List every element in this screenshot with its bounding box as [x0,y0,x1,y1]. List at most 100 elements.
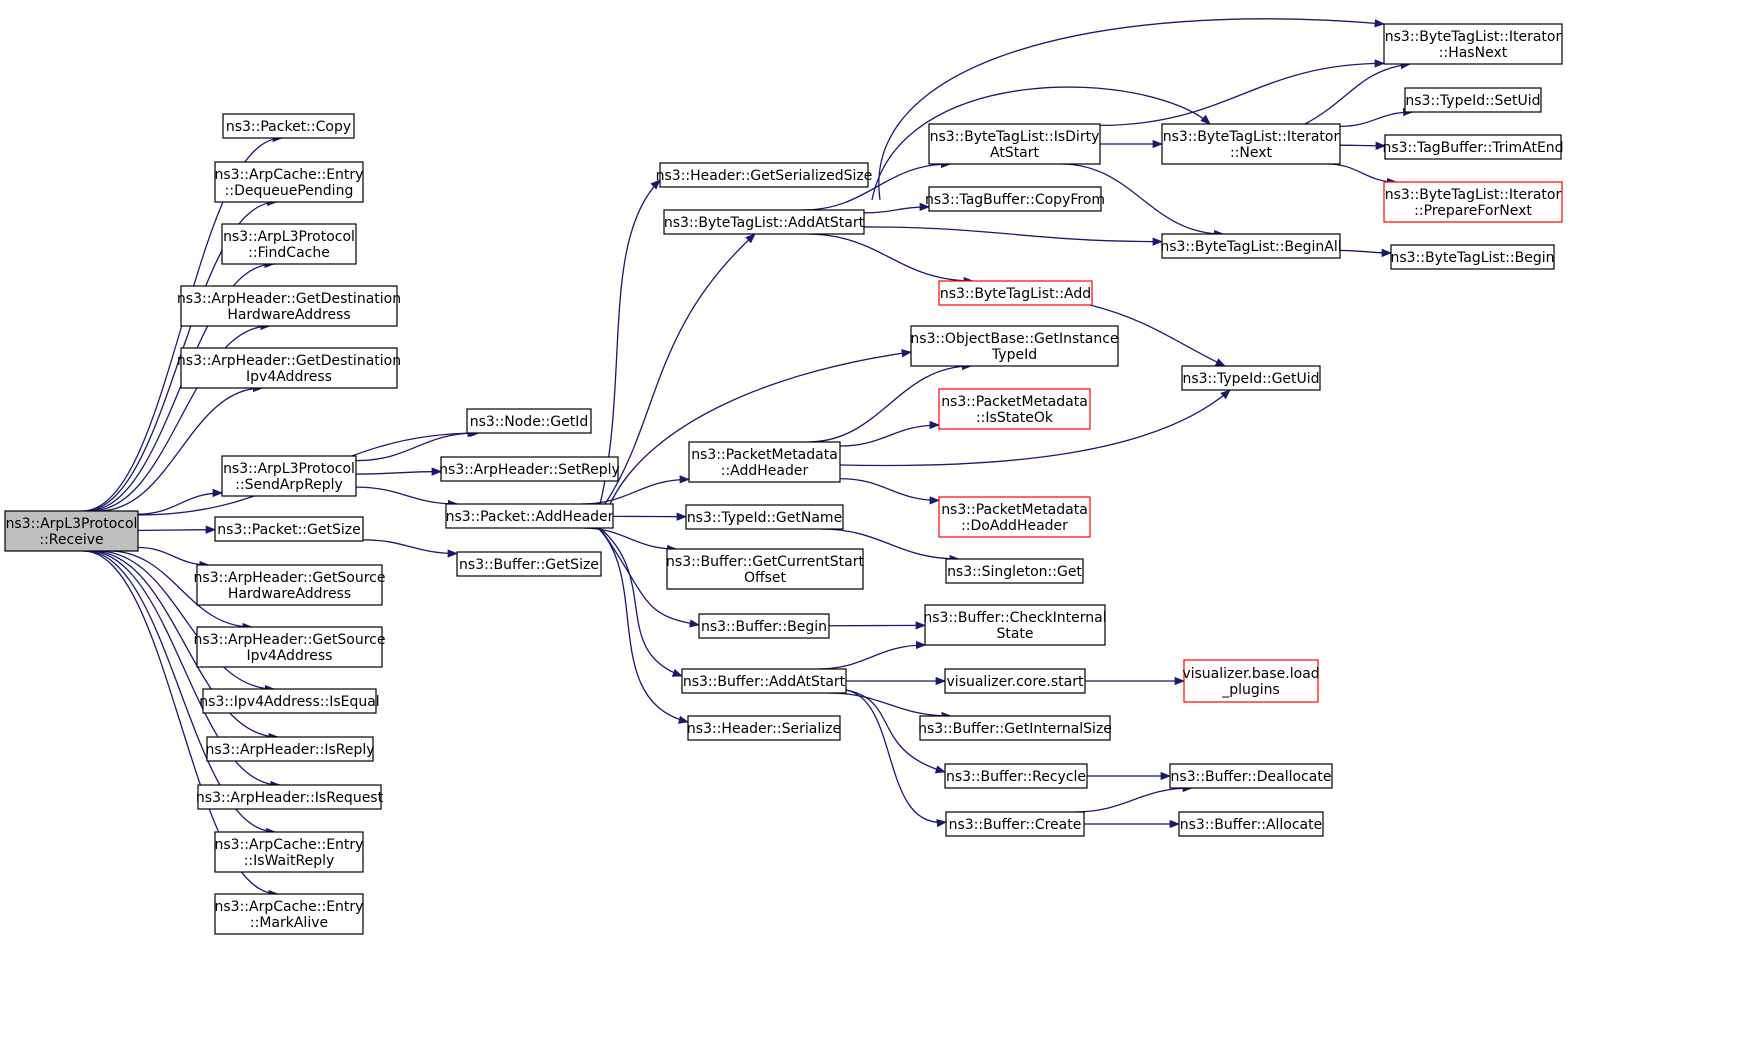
node-dequeue-pending[interactable]: ns3::ArpCache::Entry::DequeuePending [214,161,364,203]
node-box [685,504,844,530]
edge-btl-addatstart-to-btli-hasnext [878,18,1386,201]
edge-receive-to-is-reply [91,550,280,742]
node-is-wait-reply[interactable]: ns3::ArpCache::Entry::IsWaitReply [214,831,364,873]
node-typeid-setuid[interactable]: ns3::TypeId::SetUid [1404,87,1542,113]
node-buf-getsize[interactable]: ns3::Buffer::GetSize [456,551,602,577]
node-pkt-addheader[interactable]: ns3::Packet::AddHeader [445,503,614,529]
node-label: ns3::Node::GetId [470,414,588,430]
node-box [945,811,1085,837]
node-label: _plugins [1221,682,1280,698]
node-pkt-getsize[interactable]: ns3::Packet::GetSize [214,516,364,542]
node-viz-core-start[interactable]: visualizer.core.start [944,668,1086,694]
node-box [1183,659,1319,703]
node-label: ns3::Buffer::AddAtStart [683,674,846,690]
node-label: ns3::ByteTagList::Iterator [1385,29,1562,45]
node-label: ns3::Buffer::GetCurrentStart [666,554,864,570]
node-label: ns3::ByteTagList::Iterator [1385,187,1562,203]
node-btli-prepare[interactable]: ns3::ByteTagList::Iterator::PrepareForNe… [1383,181,1563,223]
node-set-reply[interactable]: ns3::ArpHeader::SetReply [439,456,620,482]
node-label: ns3::PacketMetadata [941,394,1088,410]
node-label: ns3::Packet::GetSize [217,522,360,538]
node-get-dest-ipv4[interactable]: ns3::ArpHeader::GetDestinationIpv4Addres… [177,347,401,389]
node-pm-addheader[interactable]: ns3::PacketMetadata::AddHeader [688,441,841,483]
node-btl-begin[interactable]: ns3::ByteTagList::Begin [1390,244,1555,270]
node-label: ns3::ByteTagList::Add [940,286,1091,302]
node-label: Offset [744,570,787,586]
node-hdr-getsersize[interactable]: ns3::Header::GetSerializedSize [656,162,873,188]
node-buf-create[interactable]: ns3::Buffer::Create [945,811,1085,837]
node-send-arp-reply[interactable]: ns3::ArpL3Protocol::SendArpReply [221,455,357,497]
node-ipv4-isequal[interactable]: ns3::Ipv4Address::IsEqual [199,688,380,714]
node-typeid-getname[interactable]: ns3::TypeId::GetName [685,504,844,530]
node-pm-isstateok[interactable]: ns3::PacketMetadata::IsStateOk [938,388,1091,430]
node-mark-alive[interactable]: ns3::ArpCache::Entry::MarkAlive [214,893,364,935]
node-box [938,496,1091,538]
node-box [698,613,830,639]
node-label: Ipv4Address [246,369,332,385]
node-find-cache[interactable]: ns3::ArpL3Protocol::FindCache [221,223,357,265]
node-tagbuf-copyfrom[interactable]: ns3::TagBuffer::CopyFrom [925,186,1105,212]
edge-btl-addatstart-to-btl-add [806,233,975,286]
edge-receive-to-send-arp-reply [137,488,224,515]
node-is-reply[interactable]: ns3::ArpHeader::IsReply [205,736,375,762]
node-btli-hasnext[interactable]: ns3::ByteTagList::Iterator::HasNext [1383,23,1563,65]
node-pm-doaddheader[interactable]: ns3::PacketMetadata::DoAddHeader [938,496,1091,538]
node-label: ns3::ArpCache::Entry [215,167,364,183]
node-label: ns3::ArpCache::Entry [215,899,364,915]
node-box [944,668,1086,694]
node-box [440,456,619,482]
node-buf-recycle[interactable]: ns3::Buffer::Recycle [944,763,1088,789]
node-box [1390,244,1555,270]
node-label: ns3::Buffer::Begin [701,619,827,635]
node-viz-base-load[interactable]: visualizer.base.load_plugins [1182,659,1320,703]
node-hdr-serialize[interactable]: ns3::Header::Serialize [687,715,841,741]
edge-btl-addatstart-to-btl-beginall [863,226,1164,246]
node-box [1383,181,1563,223]
edge-btli-next-to-btli-prepare [1327,163,1398,187]
edge-btl-add-to-typeid-getuid [1089,304,1226,367]
node-tagbuf-trimatend[interactable]: ns3::TagBuffer::TrimAtEnd [1382,134,1564,160]
node-btl-beginall[interactable]: ns3::ByteTagList::BeginAll [1160,233,1342,259]
node-label: ns3::TagBuffer::CopyFrom [925,192,1105,208]
node-buf-deallocate[interactable]: ns3::Buffer::Deallocate [1169,763,1333,789]
node-pkt-copy[interactable]: ns3::Packet::Copy [222,113,355,139]
node-node-getid[interactable]: ns3::Node::GetId [466,408,592,434]
node-label: ns3::Buffer::Recycle [946,769,1086,785]
edge-receive-to-get-src-ipv4 [109,550,253,632]
node-is-request[interactable]: ns3::ArpHeader::IsRequest [196,784,384,810]
node-box [180,285,398,327]
node-label: ns3::Buffer::Allocate [1180,817,1323,833]
edge-btli-next-to-tagbuf-trimatend [1339,141,1387,150]
edge-receive-to-is-request [87,550,281,790]
node-label: ns3::ByteTagList::Iterator [1163,129,1340,145]
node-typeid-getuid[interactable]: ns3::TypeId::GetUid [1181,365,1321,391]
node-label: ns3::Singleton::Get [947,564,1082,580]
node-label: visualizer.core.start [947,674,1084,690]
node-label: HardwareAddress [228,586,351,602]
node-btl-addatstart[interactable]: ns3::ByteTagList::AddAtStart [663,209,865,235]
node-buf-allocate[interactable]: ns3::Buffer::Allocate [1178,811,1324,837]
node-buf-begin[interactable]: ns3::Buffer::Begin [698,613,830,639]
node-singleton-get[interactable]: ns3::Singleton::Get [945,558,1084,584]
node-label: ns3::PacketMetadata [941,502,1088,518]
node-box [928,123,1101,165]
edge-receive-to-pkt-getsize [137,525,217,534]
node-buf-getinternalsize[interactable]: ns3::Buffer::GetInternalSize [918,715,1112,741]
node-label: ns3::Packet::AddHeader [446,509,614,525]
edge-buf-addatstart-to-buf-recycle [845,689,946,774]
edge-receive-to-find-cache [86,259,275,512]
node-receive[interactable]: ns3::ArpL3Protocol::Receive [4,510,139,552]
node-get-dest-hw[interactable]: ns3::ArpHeader::GetDestinationHardwareAd… [177,285,401,327]
node-box [214,893,364,935]
node-buf-addatstart[interactable]: ns3::Buffer::AddAtStart [681,668,847,694]
node-box [445,503,614,529]
node-btl-add[interactable]: ns3::ByteTagList::Add [938,280,1093,306]
node-btli-next[interactable]: ns3::ByteTagList::Iterator::Next [1161,123,1341,165]
node-label: ns3::Buffer::Deallocate [1171,769,1332,785]
